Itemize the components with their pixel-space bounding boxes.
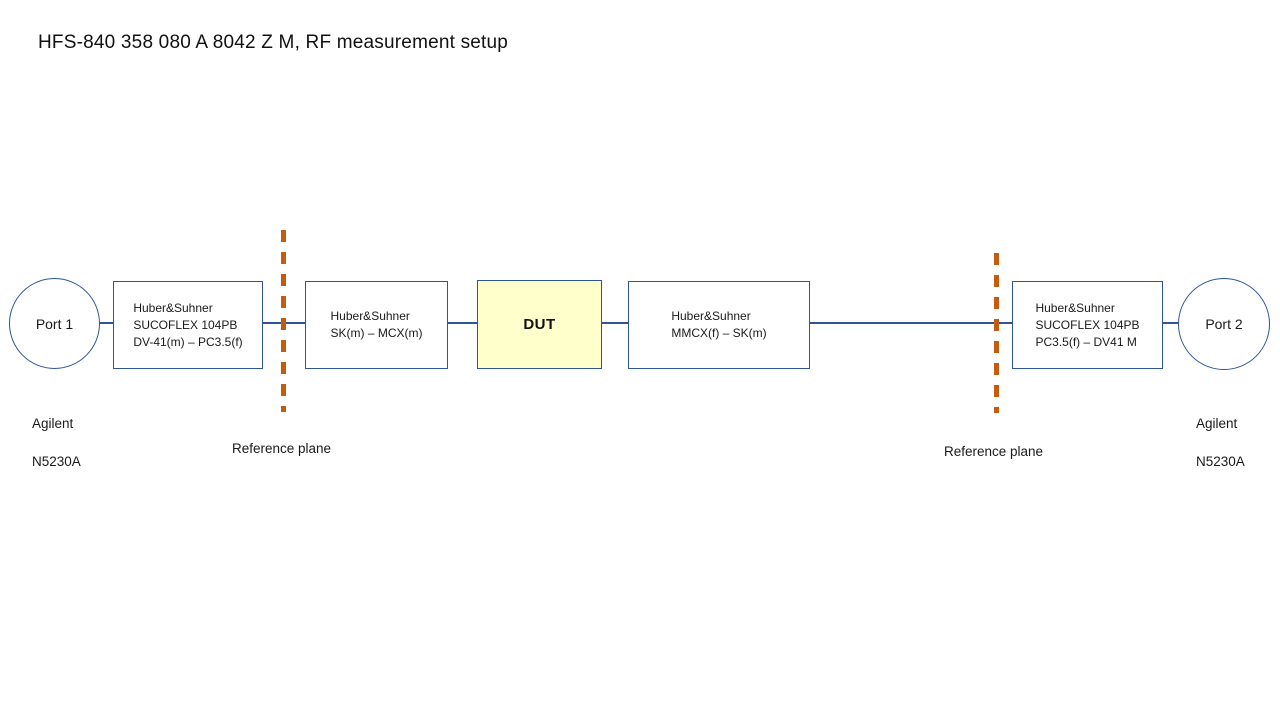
connector-line-adapter-dut-left (447, 322, 478, 324)
cable-box-right: Huber&Suhner SUCOFLEX 104PB PC3.5(f) – D… (1012, 281, 1163, 369)
adapter-box-left: Huber&Suhner SK(m) – MCX(m) (305, 281, 448, 369)
connector-line-cable-port2 (1162, 322, 1179, 324)
connector-line-adapter-cable-right (809, 322, 1013, 324)
connector-line-dut-adapter-right (601, 322, 629, 324)
adapter-right-line2: MMCX(f) – SK(m) (671, 326, 767, 340)
instrument-right-line2: N5230A (1196, 454, 1245, 469)
cable-right-line3: PC3.5(f) – DV41 M (1035, 334, 1137, 349)
cable-left-line2: SUCOFLEX 104PB (133, 317, 238, 332)
cable-left-line3: DV-41(m) – PC3.5(f) (133, 334, 243, 349)
slide-title: HFS-840 358 080 A 8042 Z M, RF measureme… (38, 32, 509, 53)
reference-plane-line-right (994, 253, 999, 413)
adapter-left-line2: SK(m) – MCX(m) (330, 326, 423, 340)
dut-label: DUT (523, 316, 556, 333)
adapter-box-right: Huber&Suhner MMCX(f) – SK(m) (628, 281, 810, 369)
instrument-label-right: Agilent N5230A (1196, 395, 1245, 490)
port1-label: Port 1 (35, 315, 74, 332)
port2-circle: Port 2 (1178, 278, 1270, 370)
adapter-left-line1: Huber&Suhner (330, 309, 410, 323)
instrument-right-line1: Agilent (1196, 416, 1238, 431)
reference-plane-line-left (281, 230, 286, 412)
port2-label: Port 2 (1205, 316, 1243, 332)
instrument-left-line2: N5230A (32, 454, 81, 469)
reference-plane-label-right: Reference plane (944, 444, 1044, 459)
instrument-left-line1: Agilent (32, 416, 74, 431)
adapter-right-line1: Huber&Suhner (671, 309, 751, 323)
port1-circle: Port 1 (9, 278, 100, 369)
dut-box: DUT (477, 280, 602, 369)
instrument-label-left: Agilent N5230A (32, 395, 81, 490)
cable-box-left: Huber&Suhner SUCOFLEX 104PB DV-41(m) – P… (113, 281, 263, 369)
cable-right-line1: Huber&Suhner (1035, 300, 1115, 315)
cable-left-line1: Huber&Suhner (133, 300, 213, 315)
connector-line-port1-cable (99, 322, 114, 324)
cable-right-line2: SUCOFLEX 104PB (1035, 317, 1140, 332)
reference-plane-label-left: Reference plane (232, 441, 332, 456)
